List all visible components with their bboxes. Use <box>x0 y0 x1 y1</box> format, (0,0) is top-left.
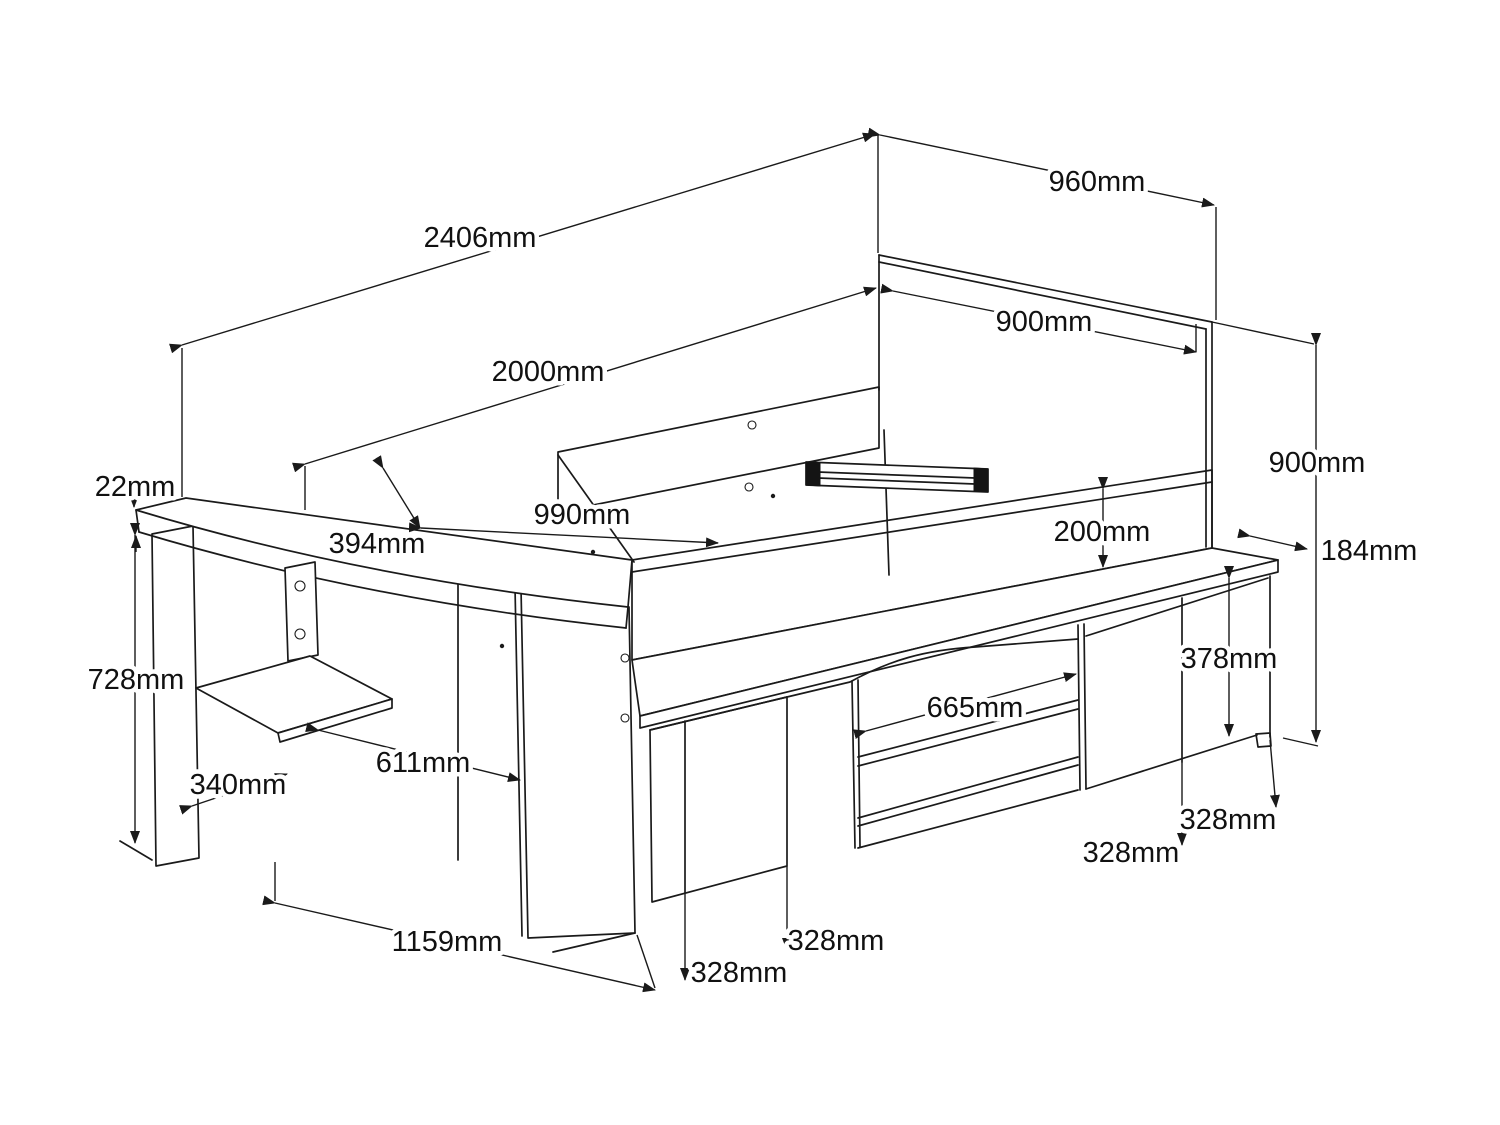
dimension-lines <box>129 127 1321 993</box>
dimension-labels: 2406mm 960mm 900mm 2000mm 990mm 394mm 22… <box>83 162 1422 994</box>
shelf-unit-bottom <box>857 789 1079 849</box>
dim-overall-height-label: 900mm <box>1269 447 1366 479</box>
dim-door-width-b-label: 328mm <box>788 925 885 957</box>
dim-desk-unit-width-label: 990mm <box>534 499 631 531</box>
dim-headboard-outer-label: 960mm <box>1049 166 1146 198</box>
screw-dots <box>499 493 776 649</box>
cabinet-foot <box>1255 732 1272 748</box>
dim-ledge-depth-label: 184mm <box>1321 535 1418 567</box>
dim-desk-top-depth-label: 394mm <box>329 528 426 560</box>
dim-bed-length-label: 2000mm <box>492 356 605 388</box>
dim-shelf-depth-label: 340mm <box>190 769 287 801</box>
dim-open-shelf-label: 665mm <box>927 692 1024 724</box>
dim-door-width-c-label: 328mm <box>1083 837 1180 869</box>
dim-knee-space-label: 611mm <box>376 747 471 779</box>
desk-left-panel <box>151 525 200 867</box>
desk-top <box>135 497 633 608</box>
dim-overall-length-label: 2406mm <box>424 222 537 254</box>
dim-headboard-width-label: 900mm <box>996 306 1093 338</box>
dim-desk-height-label: 728mm <box>88 664 185 696</box>
desk-unit <box>119 497 636 953</box>
shelf-support <box>284 561 319 662</box>
dim-rail-height-label: 200mm <box>1054 516 1151 548</box>
dim-door-width-d-label: 328mm <box>1180 804 1277 836</box>
dim-door-width-a-label: 328mm <box>691 957 788 989</box>
desk-shelf <box>195 655 393 734</box>
far-side-rail <box>557 386 880 513</box>
cabinet-top-ledge <box>631 547 1279 729</box>
dim-top-thickness-label: 22mm <box>95 471 176 503</box>
dim-desk-unit-length-label: 1159mm <box>392 926 503 958</box>
desk-partition-panel <box>520 587 636 939</box>
dim-cabinet-height-label: 378mm <box>1181 643 1278 675</box>
